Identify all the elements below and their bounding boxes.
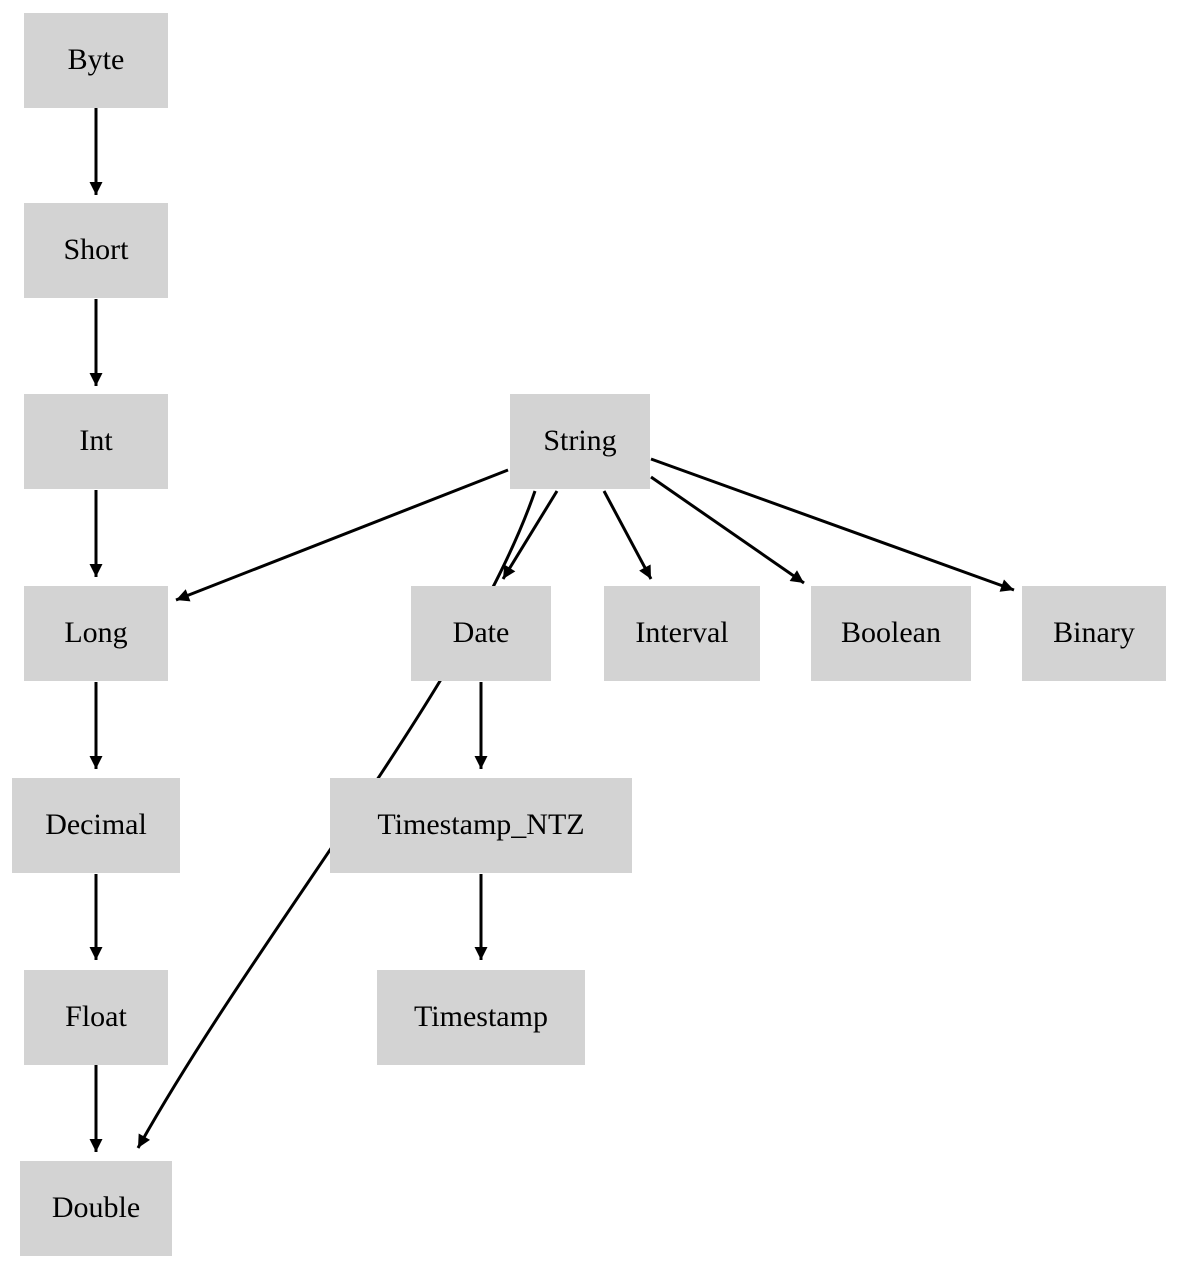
edge-string-to-long [175, 468, 509, 602]
node-short: Short [24, 202, 168, 298]
node-float: Float [24, 969, 168, 1065]
node-int: Int [24, 393, 168, 489]
edge-string-to-interval [602, 490, 653, 580]
node-boolean: Boolean [811, 585, 971, 681]
node-binary: Binary [1022, 585, 1166, 681]
node-byte: Byte [24, 12, 168, 108]
node-long: Long [24, 585, 168, 681]
node-interval: Interval [604, 585, 760, 681]
node-double: Double [20, 1160, 172, 1256]
node-timestamp: Timestamp [377, 969, 585, 1065]
node-string: String [510, 393, 650, 489]
node-timestamp_ntz: Timestamp_NTZ [330, 777, 632, 873]
edge-string-to-date [501, 490, 559, 580]
node-decimal: Decimal [12, 777, 180, 873]
edge-string-to-boolean [650, 475, 805, 585]
edge-string-to-binary [650, 457, 1015, 592]
node-date: Date [411, 585, 551, 681]
